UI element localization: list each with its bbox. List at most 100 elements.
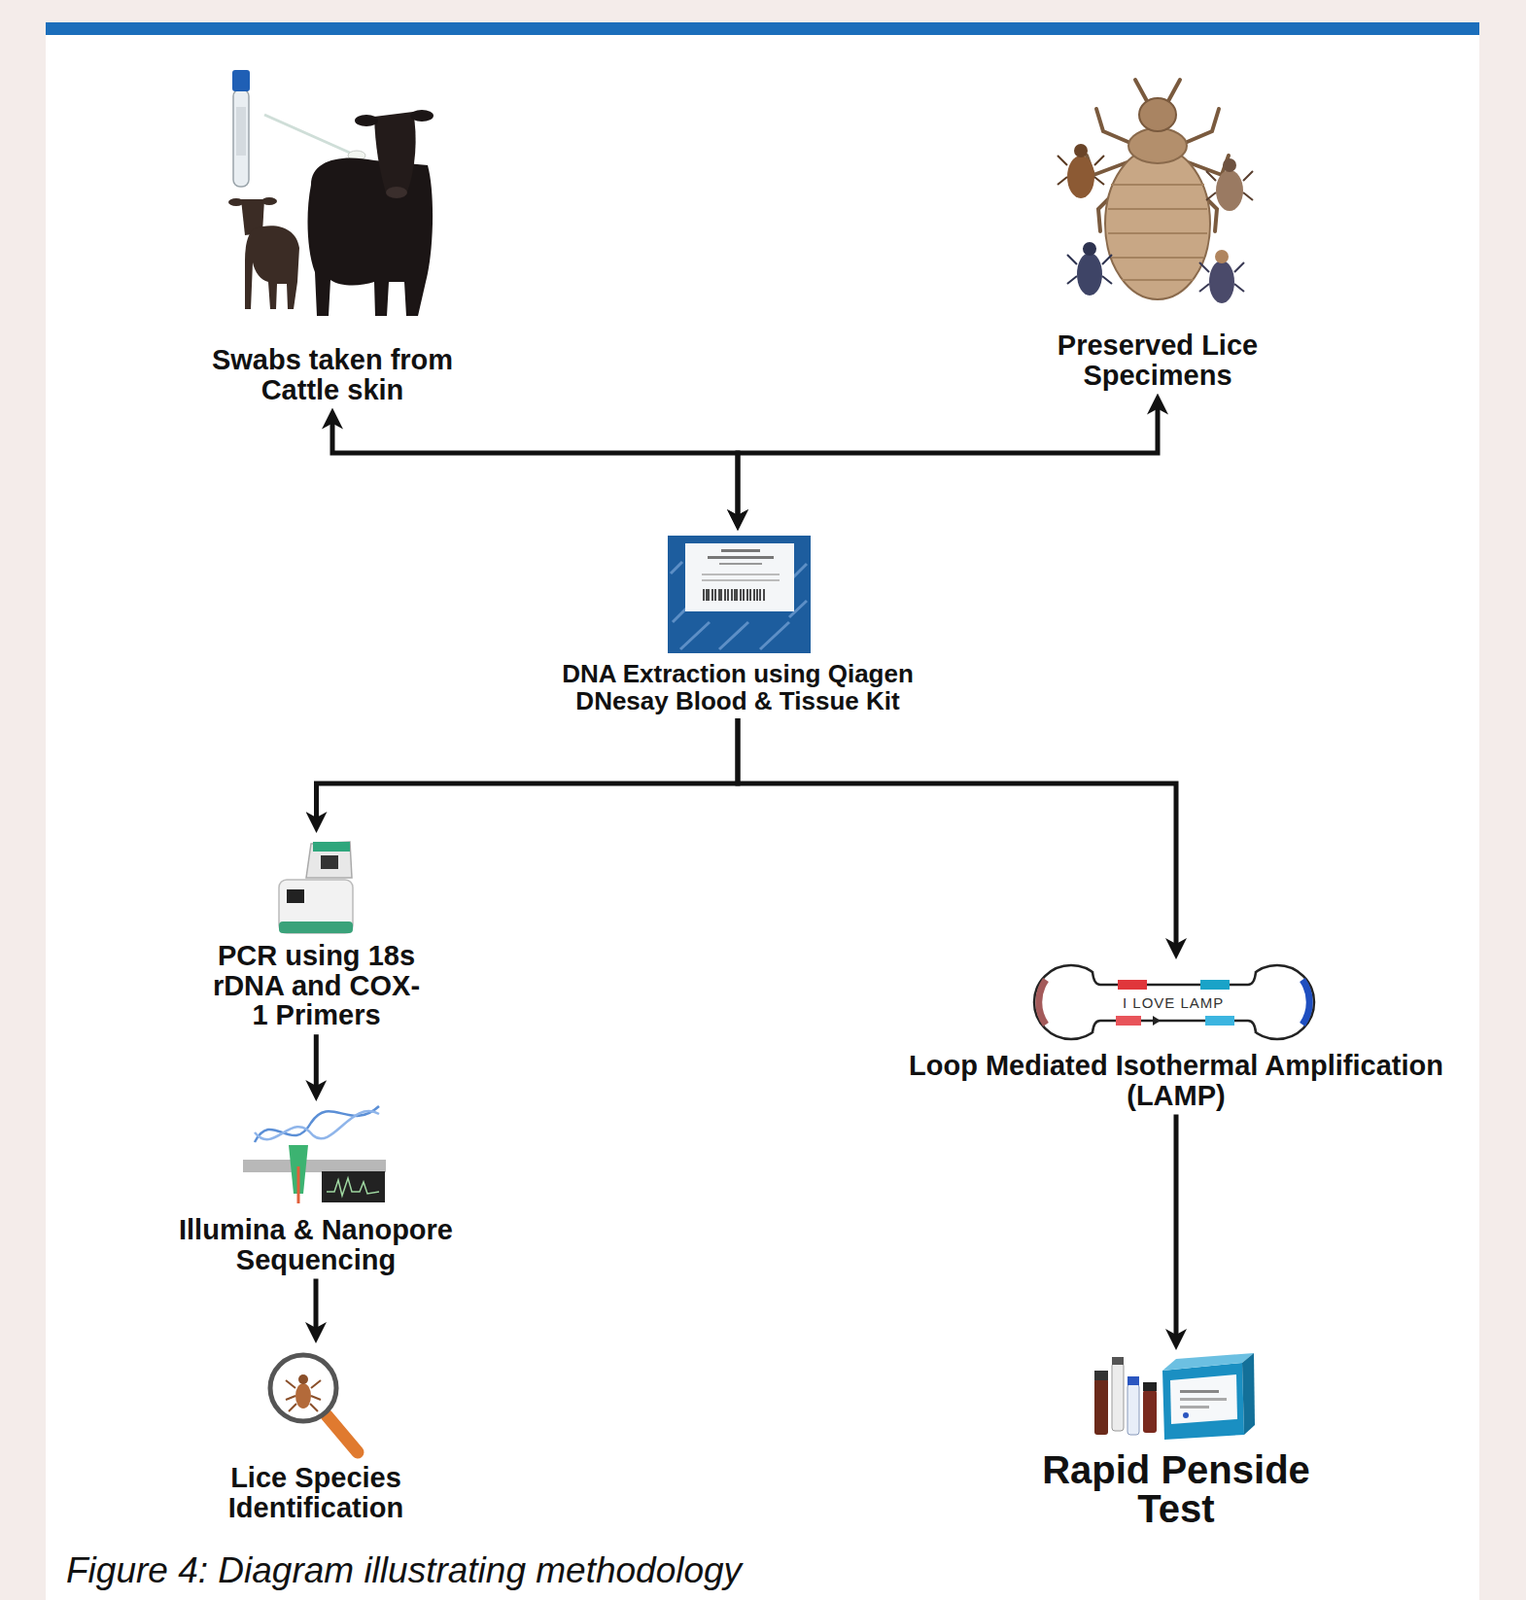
lamp-icon: [1205, 1015, 1235, 1026]
step-text: Preserved Lice Specimens: [1040, 330, 1275, 390]
step-label: Lice Species Identification: [223, 1346, 409, 1523]
extraction-kit: [707, 555, 774, 559]
small-louse: [1214, 249, 1229, 264]
pcr-machine: [312, 841, 350, 852]
louse-figure: [1128, 128, 1187, 164]
test-kit: [1242, 1352, 1255, 1435]
test-kit: [1162, 1352, 1254, 1371]
sequencing-icon: [297, 1166, 301, 1204]
lamp-icon: [1034, 965, 1315, 1040]
lamp-icon: [1152, 1015, 1161, 1026]
flow-arrow: [313, 1279, 319, 1331]
lamp-icon: [1248, 971, 1256, 985]
extraction-kit: [703, 589, 764, 601]
test-kit: [1179, 1389, 1219, 1393]
cow-figure: [354, 114, 379, 127]
test-kit: [1127, 1376, 1140, 1386]
sequencing-icon: [254, 1110, 380, 1140]
swab-tube: [232, 69, 250, 92]
test-kit: [1143, 1389, 1157, 1433]
magnifier-icon: [285, 1380, 321, 1412]
louse-figure: [1105, 147, 1211, 300]
lamp-icon: [1039, 979, 1046, 1025]
extraction-kit: [685, 543, 795, 612]
magnifier-icon: [295, 1383, 312, 1409]
small-louse: [1222, 158, 1237, 173]
swab-tube: [233, 89, 249, 187]
louse-figure: [1135, 79, 1147, 102]
test-kit: [1179, 1397, 1227, 1401]
flow-arrow: [737, 407, 1158, 519]
lamp-icon: [1248, 1020, 1256, 1033]
swab-tube: [264, 114, 352, 154]
flow-arrow: [737, 718, 1177, 946]
flow-arrow: [313, 1034, 319, 1088]
figure-caption: Figure 4: Diagram illustrating methodolo…: [66, 1551, 742, 1591]
test-kit: [1127, 1384, 1140, 1435]
extraction-kit: [667, 535, 811, 654]
lamp-icon: [1200, 979, 1230, 990]
step-text: Loop Mediated Isothermal Amplification (…: [894, 1050, 1458, 1110]
step-text: Swabs taken from Cattle skin: [201, 345, 464, 405]
small-louse: [1057, 155, 1105, 185]
flow-arrow: [316, 718, 739, 820]
test-kit: [1094, 1352, 1255, 1440]
pcr-machine: [306, 841, 352, 878]
sequencing-icon: [321, 1171, 385, 1203]
step-text: PCR using 18s rDNA and COX-1 Primers: [211, 940, 421, 1031]
magnifier-icon: [270, 1354, 337, 1422]
test-kit: [1094, 1370, 1109, 1381]
cow-figure: [385, 186, 408, 199]
small-louse: [1199, 262, 1245, 292]
diagram-annotation: I LOVE LAMP: [1122, 994, 1224, 1011]
cow-figure: [308, 109, 434, 316]
small-louse: [1082, 242, 1097, 256]
lamp-icon: [1092, 971, 1101, 985]
test-kit: [1182, 1412, 1189, 1419]
extraction-kit: [721, 549, 761, 553]
small-louse: [1067, 155, 1095, 199]
extraction-kit: [667, 535, 811, 654]
header-bar: [45, 22, 1480, 35]
extraction-kit: [701, 573, 780, 576]
step-label: DNA Extraction using Qiagen DNesay Blood…: [543, 533, 933, 715]
pcr-machine: [278, 921, 353, 934]
lamp-icon: [1141, 1019, 1153, 1022]
test-kit: [1170, 1374, 1238, 1424]
lamp-icon: [1093, 971, 1255, 1033]
pcr-machine: [286, 889, 305, 903]
calf-figure: [228, 197, 300, 310]
lamp-icon: [1117, 979, 1147, 990]
small-louse: [1209, 260, 1235, 304]
calf-figure: [228, 198, 244, 207]
cow-figure: [410, 109, 434, 122]
small-louse: [1215, 170, 1244, 211]
test-kit: [1179, 1405, 1210, 1409]
test-kit: [1111, 1356, 1124, 1365]
test-kit: [1162, 1362, 1245, 1440]
test-kit: [1094, 1378, 1109, 1435]
magnifier-icon: [326, 1415, 358, 1453]
step-text: Illumina & Nanopore Sequencing: [170, 1214, 462, 1275]
test-kit: [1111, 1362, 1124, 1431]
small-louse: [1206, 171, 1253, 201]
lamp-icon: [1092, 1020, 1101, 1033]
small-louse: [1067, 254, 1112, 284]
small-louse: [1076, 252, 1103, 296]
sequencing-icon: [326, 1178, 380, 1196]
calf-figure: [261, 197, 278, 206]
sequencing-icon: [254, 1106, 380, 1143]
step-label: PCR using 18s rDNA and COX-1 Primers: [211, 835, 421, 1031]
flow-arrow: [1174, 1114, 1180, 1338]
step-label: Swabs taken from Cattle skin: [201, 345, 464, 405]
sequencing-icon: [242, 1159, 386, 1173]
pcr-machine: [278, 879, 353, 934]
louse-figure: [1108, 184, 1208, 280]
calf-figure: [244, 225, 300, 310]
cow-figure: [308, 157, 434, 316]
pcr-machine: [320, 855, 339, 869]
swab-tube: [236, 106, 246, 156]
extraction-kit: [719, 562, 763, 565]
magnifier-icon: [298, 1374, 309, 1385]
